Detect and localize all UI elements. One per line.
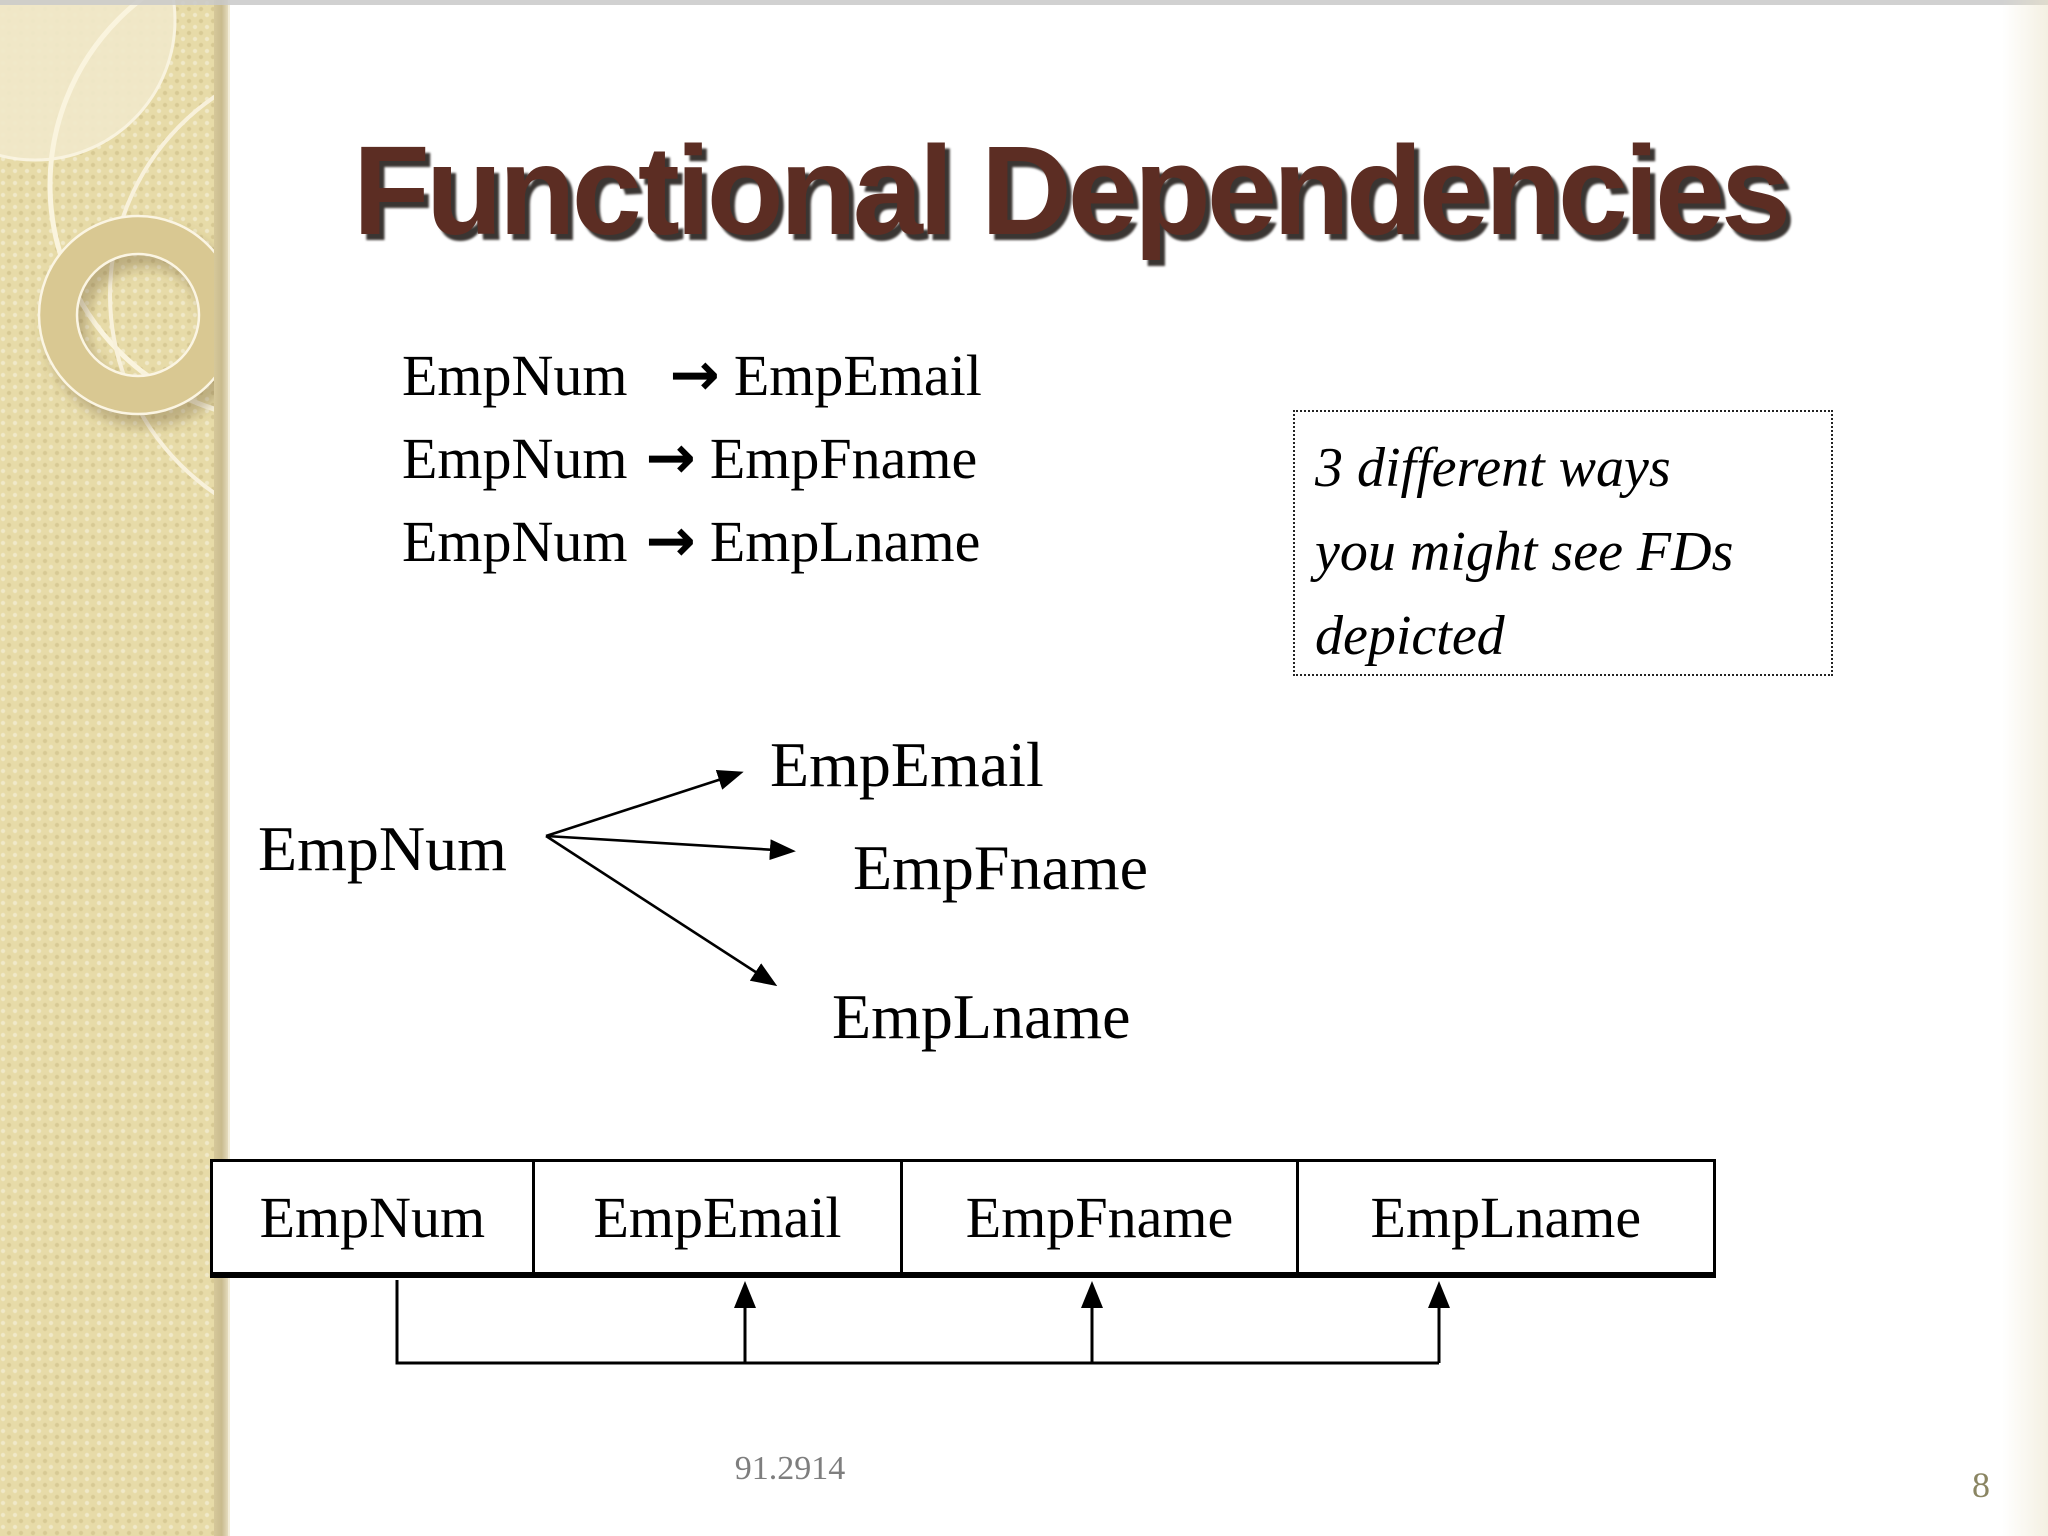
fd-lhs: EmpNum [402, 426, 628, 491]
fd-rhs: EmpLname [709, 509, 981, 574]
page-number: 8 [1972, 1465, 1990, 1505]
relation-table: EmpNum EmpEmail EmpFname EmpLname [210, 1159, 1716, 1278]
fd-underline-bracket [395, 1280, 1441, 1365]
fd-arrow-icon: → [669, 340, 720, 410]
note-line: depicted [1315, 605, 1505, 667]
diagram-target-label-empemail: EmpEmail [770, 729, 1044, 800]
sidebar-edge-band [214, 0, 230, 1536]
table-cell-empnum: EmpNum [213, 1162, 535, 1272]
sidebar-decoration [0, 0, 214, 1536]
fd-statement-line: EmpNum →EmpLname [402, 500, 982, 583]
fd-statement-list: EmpNum→EmpEmail EmpNum→EmpFname EmpNum→E… [402, 334, 982, 583]
note-box: 3 different ways you might see FDs depic… [1293, 410, 1833, 676]
fd-lhs: EmpNum [402, 343, 628, 408]
fd-rhs: EmpFname [709, 426, 978, 491]
fd-statement-line: EmpNum →EmpFname [402, 417, 982, 500]
table-cell-empfname: EmpFname [903, 1162, 1299, 1272]
footer-course-code: 91.2914 [734, 1450, 846, 1487]
slide-right-shading [2002, 0, 2048, 1536]
diagram-target-label-empfname: EmpFname [853, 832, 1149, 903]
diagram-source-label: EmpNum [258, 813, 507, 884]
fd-arrow-icon: → [645, 423, 696, 493]
fd-statement-line: EmpNum →EmpEmail [402, 334, 982, 417]
diagram-target-label-emplname: EmpLname [832, 981, 1131, 1052]
sidebar-circles-graphic [0, 0, 214, 496]
fan-arrows [545, 769, 796, 987]
note-line: you might see FDs [1315, 521, 1734, 583]
fd-rhs: EmpEmail [733, 343, 982, 408]
fd-lhs: EmpNum [402, 509, 628, 574]
note-line: 3 different ways [1315, 437, 1671, 499]
fd-arrow-icon: → [645, 506, 696, 576]
arrow-to-emplname [545, 834, 778, 987]
table-cell-empemail: EmpEmail [535, 1162, 904, 1272]
table-cell-emplname: EmpLname [1370, 1184, 1642, 1250]
arrow-to-empemail [545, 769, 744, 838]
arrow-to-empfname [545, 834, 796, 861]
bracket-arrowheads [734, 1281, 1450, 1308]
page-title: Functional Dependencies [352, 120, 1791, 261]
slide-top-edge [0, 0, 2048, 5]
